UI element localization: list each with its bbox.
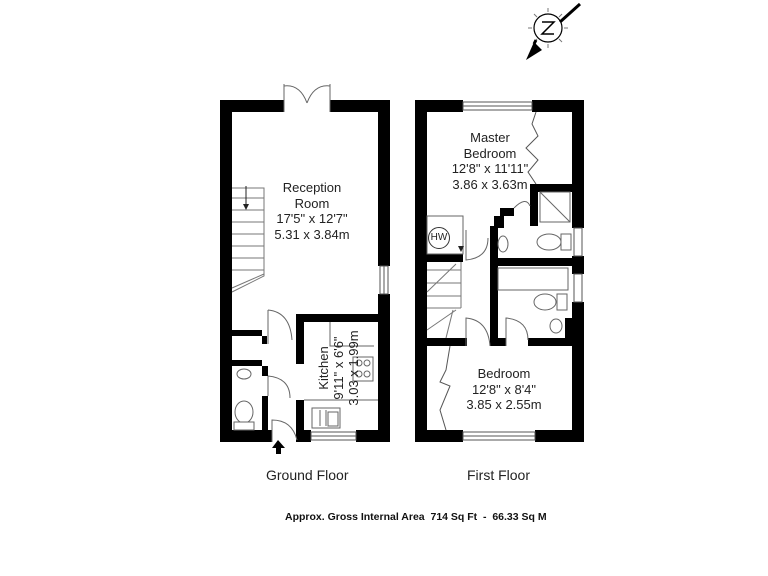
first-floor-windows [462,101,583,441]
first-floor-title: First Floor [467,467,530,483]
room-dimensions-imperial: 12'8" x 11'11" [451,161,529,176]
hot-water-icon: HW [428,227,450,249]
room-dimensions-metric: 3.03 x 1.99m [346,330,361,406]
kitchen-label: Kitchen 9'11" x 6'6" 3.03 x 1.99m [316,318,364,418]
ground-floor-title: Ground Floor [266,467,349,483]
room-dimensions-metric: 3.85 x 2.55m [466,397,542,412]
ground-floor-stairs [231,186,265,293]
bedroom-label: Bedroom 12'8" x 8'4" 3.85 x 2.55m [454,366,554,413]
room-dimensions-imperial: 9'11" x 6'6" [331,336,346,400]
hot-water-cupboard [426,215,464,255]
first-floor-fixtures [497,191,572,334]
room-name: Kitchen [316,346,331,390]
master-bedroom-label: Master Bedroom 12'8" x 11'11" 3.86 x 3.6… [440,130,540,192]
ground-floor-doors [267,309,298,442]
room-name: Master [470,130,510,145]
first-floor-stairs [426,246,464,339]
ground-floor-fixtures [233,322,378,431]
room-dimensions-metric: 5.31 x 3.84m [274,226,350,242]
wardrobe-doors [439,111,539,431]
entrance-arrow-icon [272,440,285,454]
room-name: Bedroom [477,366,531,381]
gross-internal-area: Approx. Gross Internal Area 714 Sq Ft - … [285,511,547,523]
french-doors [283,84,331,112]
first-floor-walls [415,100,584,442]
reception-room-label: Reception Room 17'5" x 12'7" 5.31 x 3.84… [262,180,362,242]
room-name: Room [294,195,330,211]
ground-floor-walls [220,100,390,442]
room-dimensions-imperial: 12'8" x 8'4" [471,381,537,397]
ground-floor-windows [310,265,389,441]
room-name: Bedroom [463,145,517,161]
first-floor-doors [465,201,531,347]
room-dimensions-imperial: 17'5" x 12'7" [276,211,348,226]
room-dimensions-metric: 3.86 x 3.63m [452,176,528,192]
north-compass-icon [526,2,582,60]
room-name: Reception [282,180,342,195]
